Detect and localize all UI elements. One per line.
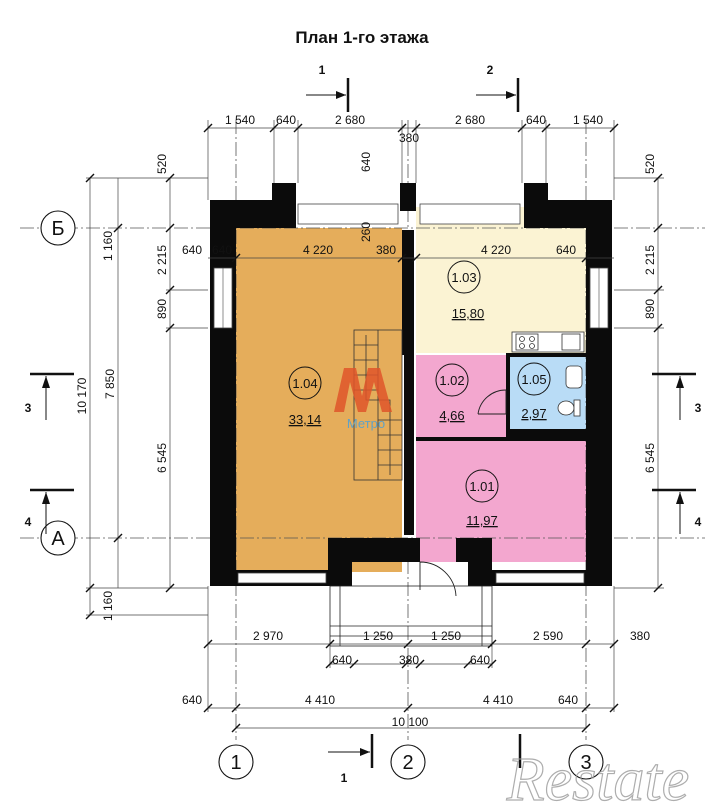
room-1-05-area: 2,97 [521, 406, 546, 421]
room-1-04-id: 1.04 [292, 376, 317, 391]
room-1-02-id: 1.02 [439, 373, 464, 388]
section-2-top-label: 2 [487, 63, 494, 77]
windows [213, 203, 609, 584]
dim-left-2215: 2 215 [155, 245, 169, 275]
inner-dimension-line [208, 253, 614, 263]
room-1-03-label: 1.03 15,80 [447, 260, 485, 321]
dim-left-1160-top: 1 160 [101, 231, 115, 261]
walls [210, 183, 612, 586]
dim-top-6: 640 [526, 113, 546, 127]
dim-inner-v: 640 [359, 152, 373, 172]
dim-inner-4: 380 [376, 243, 396, 257]
room-1-01-id: 1.01 [469, 479, 494, 494]
room-labels: 1.04 33,14 1.03 15,80 1.02 4,66 1.05 2,9… [288, 260, 551, 528]
dim-bottom3-4410-right: 4 410 [483, 693, 513, 707]
dim-bottom-2970: 2 970 [253, 629, 283, 643]
dim-left-890: 890 [155, 299, 169, 319]
section-1-top-label: 1 [319, 63, 326, 77]
dim-left-520: 520 [155, 154, 169, 174]
room-1-03-id: 1.03 [451, 270, 476, 285]
axis-2-label: 2 [402, 752, 413, 774]
dim-bottom-total: 10 100 [392, 715, 429, 729]
porch [329, 585, 493, 647]
room-1-01-fill [416, 439, 586, 562]
room-1-04-label: 1.04 33,14 [288, 366, 322, 427]
dim-left-1160-bottom: 1 160 [101, 591, 115, 621]
room-1-02-label: 1.02 4,66 [435, 363, 469, 423]
room-1-03-fill [416, 207, 586, 353]
dim-right-6545: 6 545 [643, 443, 657, 473]
section-1-bottom-label: 1 [341, 771, 348, 785]
dim-left-6545: 6 545 [155, 443, 169, 473]
right-dimension-lines [614, 173, 664, 593]
section-4-right-label: 4 [695, 515, 702, 529]
restate-watermark: Restate [506, 746, 690, 806]
dim-top-1: 1 540 [225, 113, 255, 127]
dim-bottom3-4410-left: 4 410 [305, 693, 335, 707]
section-markers [30, 78, 696, 768]
room-1-01-area: 11,97 [466, 513, 498, 528]
top-dimension-lines [203, 120, 619, 200]
plan-title: План 1-го этажа [295, 28, 429, 47]
room-1-02-area: 4,66 [439, 408, 464, 423]
dim-bottom-2590: 2 590 [533, 629, 563, 643]
room-1-02-fill [416, 355, 508, 439]
doors [419, 389, 507, 597]
axis-a-label: А [51, 528, 65, 550]
dim-left-640: 640 [182, 243, 202, 257]
room-1-05-label: 1.05 2,97 [517, 362, 551, 421]
dim-right-520: 520 [643, 154, 657, 174]
dim-inner-1: 640 [212, 243, 232, 257]
section-3-right-label: 3 [695, 401, 702, 415]
axis-bubbles: Б А 1 2 3 [40, 210, 604, 780]
room-1-04-area: 33,14 [289, 412, 322, 427]
dim-right-890: 890 [643, 299, 657, 319]
left-dimension-lines [85, 173, 208, 620]
staircase [353, 329, 403, 481]
dim-bottom3-640-left: 640 [182, 693, 202, 707]
dim-top-7: 1 540 [573, 113, 603, 127]
dim-top-2: 640 [276, 113, 296, 127]
dim-inner-6: 640 [556, 243, 576, 257]
dim-top-3: 2 680 [335, 113, 365, 127]
bottom-dimension-lines [203, 586, 619, 733]
dim-bottom-380: 380 [630, 629, 650, 643]
dim-bottom-1250-left: 1 250 [363, 629, 393, 643]
metro-watermark: Метро [334, 368, 392, 431]
dim-left-7850: 7 850 [103, 369, 117, 399]
kitchen-counter [511, 331, 585, 353]
dim-top-5: 2 680 [455, 113, 485, 127]
dim-left-10170: 10 170 [75, 377, 89, 414]
dim-inner-2: 4 220 [303, 243, 333, 257]
room-1-03-area: 15,80 [452, 306, 485, 321]
axis-3-label: 3 [580, 752, 591, 774]
dim-inner-3: 260 [359, 222, 373, 242]
axis-b-label: Б [51, 218, 64, 240]
dim-bottom2-380: 380 [399, 653, 419, 667]
section-3-left-label: 3 [25, 401, 32, 415]
section-4-left-label: 4 [25, 515, 32, 529]
dim-bottom-1250-right: 1 250 [431, 629, 461, 643]
axis-1-label: 1 [230, 752, 241, 774]
room-1-01-label: 1.01 11,97 [465, 469, 499, 528]
dim-inner-5: 4 220 [481, 243, 511, 257]
room-1-05-id: 1.05 [521, 372, 546, 387]
dim-right-2215: 2 215 [643, 245, 657, 275]
bathroom-fixtures [557, 365, 583, 417]
dim-bottom2-640-left: 640 [332, 653, 352, 667]
metro-text: Метро [347, 416, 385, 431]
dim-bottom2-640-right: 640 [470, 653, 490, 667]
dim-top-4: 380 [399, 131, 419, 145]
dim-bottom3-640-right: 640 [558, 693, 578, 707]
